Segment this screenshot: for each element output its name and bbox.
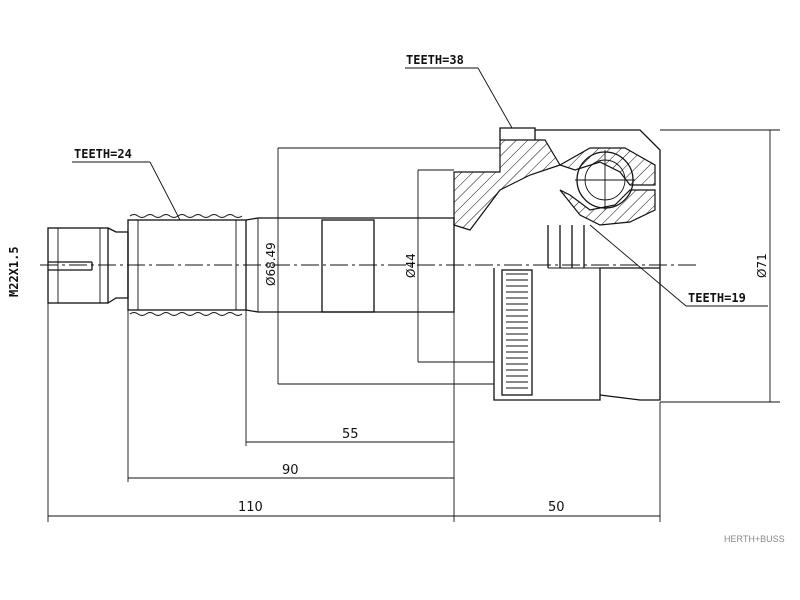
teeth-left-label: TEETH=24 [74, 147, 132, 161]
diameter-dimensions [277, 129, 780, 403]
dimension-90-label: 90 [282, 463, 299, 478]
dimension-110-label: 110 [238, 500, 263, 515]
thread-label: M22X1.5 [7, 246, 21, 297]
dimension-50-label: 50 [548, 500, 565, 515]
length-dimensions [47, 303, 661, 522]
inner-diameter-label: Ø44 [404, 253, 418, 278]
dimension-55-label: 55 [342, 427, 359, 442]
brand-watermark: HERTH+BUSS [724, 534, 785, 544]
shaft-diameter-label: Ø68.49 [264, 242, 278, 286]
teeth-top-label: TEETH=38 [406, 53, 464, 67]
teeth-right-label: TEETH=19 [688, 291, 746, 305]
splined-shaft [127, 214, 247, 316]
leader-lines [72, 67, 768, 307]
abs-ring [501, 269, 533, 396]
shaft-body [245, 217, 455, 313]
outer-diameter-label: Ø71 [755, 253, 769, 278]
housing-bell [453, 127, 661, 401]
threaded-stub [47, 227, 129, 304]
